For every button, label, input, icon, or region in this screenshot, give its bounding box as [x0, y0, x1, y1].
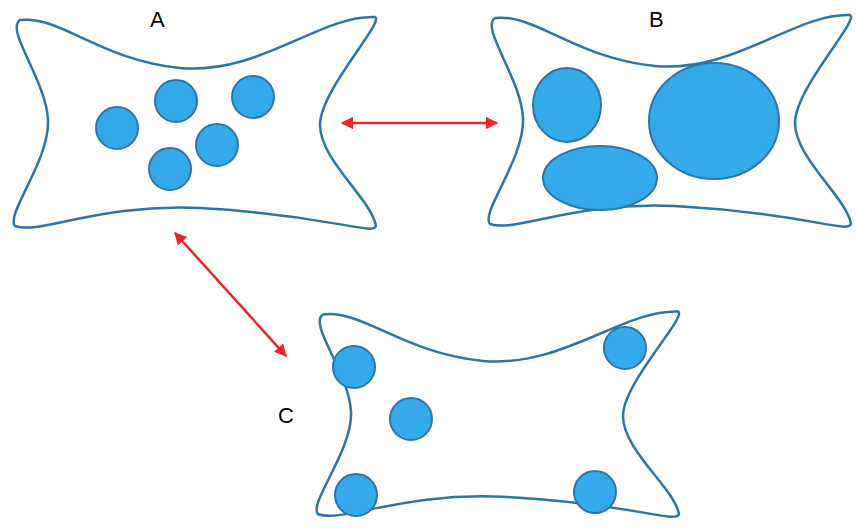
cell-membrane [14, 17, 376, 229]
vesicle [533, 68, 601, 142]
vesicle [96, 107, 138, 149]
cell-outline [10, 5, 342, 233]
vesicle [574, 471, 616, 513]
vesicle [149, 148, 191, 190]
vesicle [333, 346, 375, 388]
vesicle [543, 146, 657, 210]
cell-outline [497, 5, 850, 233]
cell-label: A [150, 9, 165, 31]
double-arrow [175, 233, 286, 356]
cell-membrane [317, 311, 679, 516]
cell-membrane [489, 15, 851, 227]
vesicle [155, 80, 197, 122]
vesicle [232, 76, 274, 118]
vesicle [649, 63, 779, 179]
cell: A [10, 5, 342, 233]
vesicle [604, 327, 646, 369]
cell: B [497, 5, 850, 233]
vesicle [390, 398, 432, 440]
cell-label: C [278, 405, 294, 427]
vesicle [335, 474, 377, 516]
cell: C [286, 308, 682, 526]
vesicle [196, 124, 238, 166]
double-arrow [342, 122, 497, 125]
cell-outline [286, 308, 682, 526]
cell-label: B [649, 9, 664, 31]
